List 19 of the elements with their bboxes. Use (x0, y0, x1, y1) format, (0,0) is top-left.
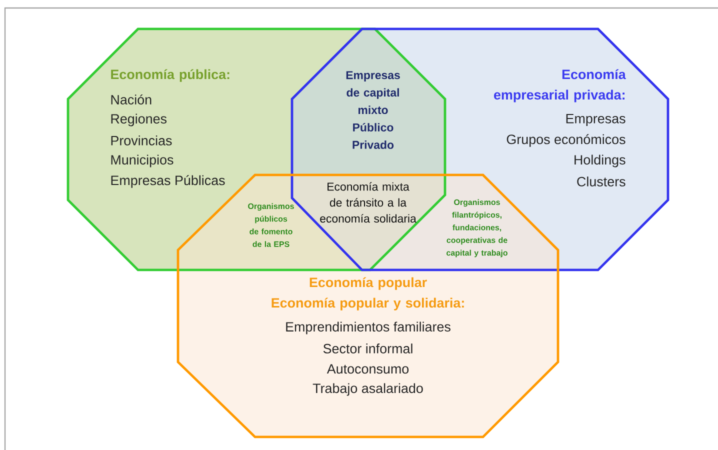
list-item: Provincias (111, 136, 172, 146)
list-item: Empresas (566, 114, 626, 126)
list-item: Emprendimientos familiares (286, 322, 450, 334)
heading: Economía empresarial privada: (494, 69, 626, 102)
list-item: Nación (111, 94, 152, 104)
list-item: Trabajo asalariado (312, 383, 423, 396)
heading: Economía popular y solidaria: (272, 298, 464, 310)
list-item: Grupos económicos (506, 134, 626, 147)
list-item: Sector informal (323, 344, 412, 354)
overlap-label: Empresas de capital mixto Público Privado (346, 71, 400, 149)
list-item: Municipios (111, 154, 174, 168)
list-item: Autoconsumo (326, 364, 409, 374)
heading: Economía popular (310, 277, 427, 290)
list-item: Empresas Públicas (111, 175, 225, 188)
heading: Economía pública: (111, 69, 230, 82)
list-item: Regiones (111, 114, 167, 126)
list-item: Holdings (574, 154, 626, 168)
list-item: Clusters (577, 176, 626, 186)
overlap-label: Economía mixta de tránsito a la economía solidaria (320, 182, 416, 223)
